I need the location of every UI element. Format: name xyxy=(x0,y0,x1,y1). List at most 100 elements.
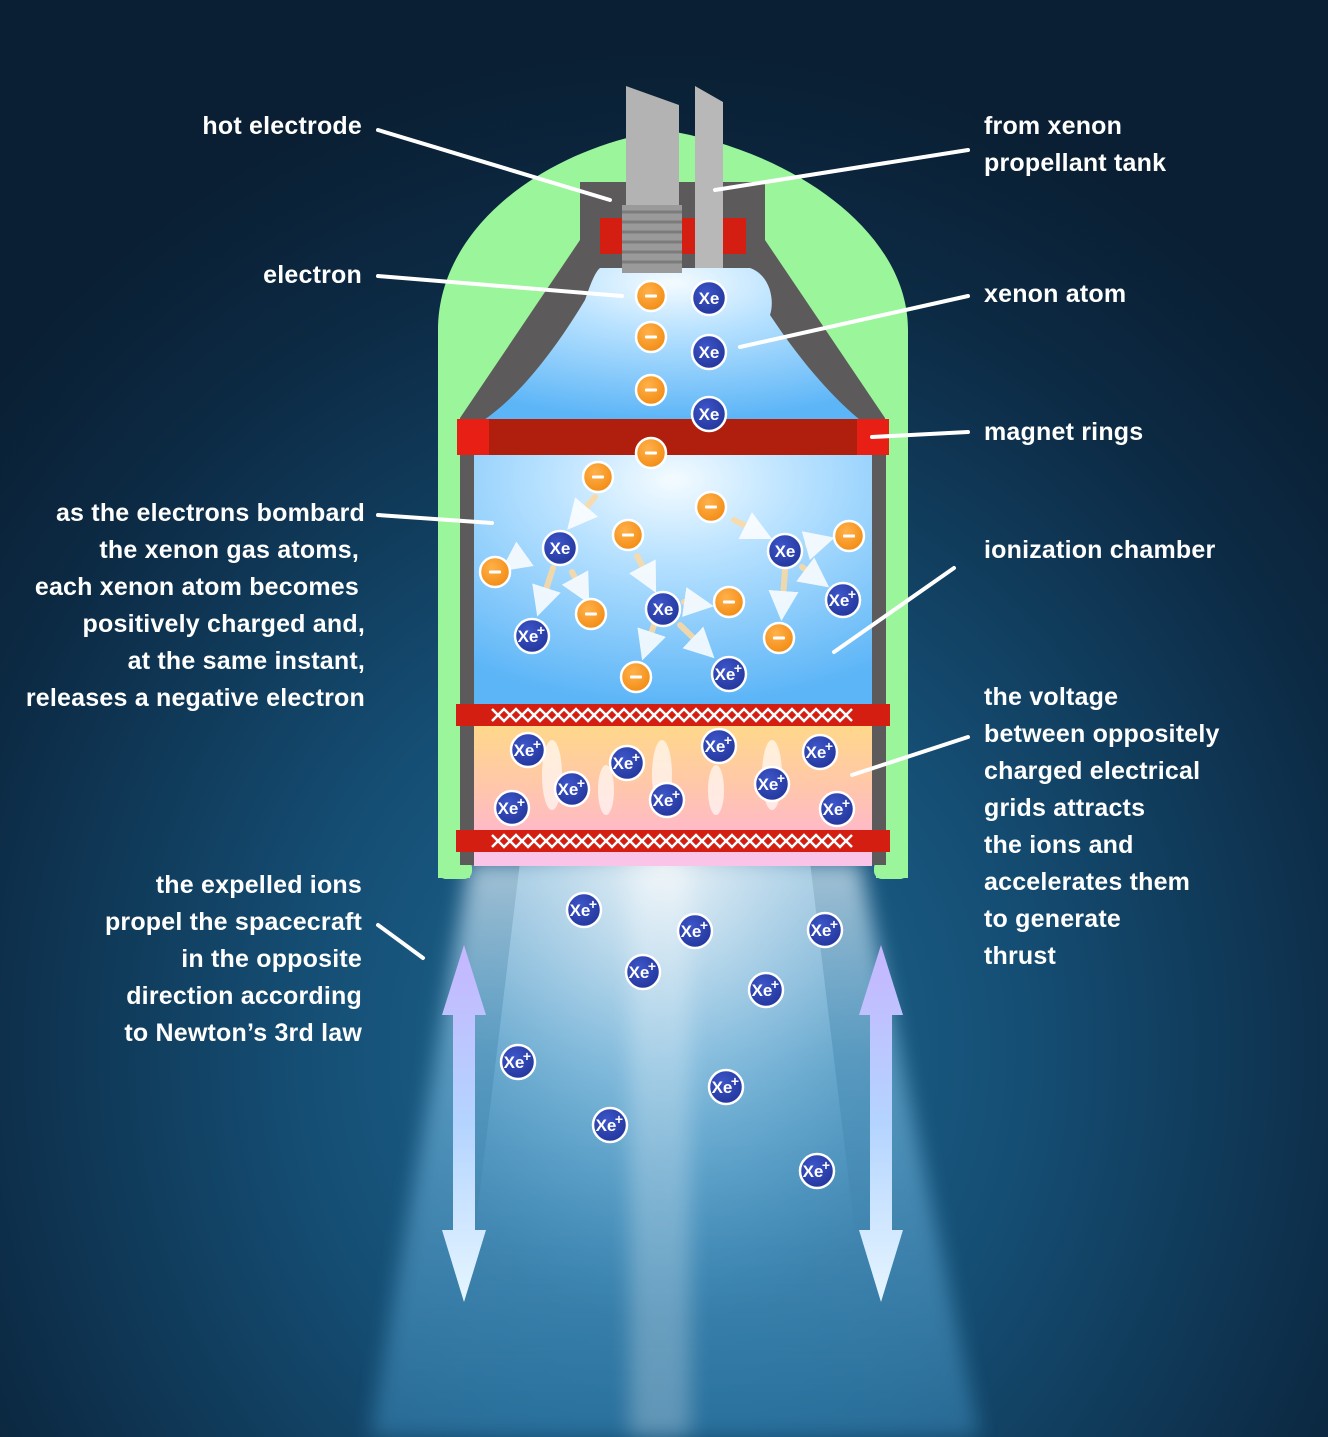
xenon-ion: Xe+ xyxy=(608,744,646,782)
leader-hot-electrode xyxy=(376,128,612,202)
label-bombard-line: the xenon gas atoms, xyxy=(99,536,359,564)
electron-particle xyxy=(694,490,728,524)
leader-lines xyxy=(376,128,970,960)
electron-particle xyxy=(611,518,645,552)
label-expelled-line: propel the spacecraft xyxy=(104,908,362,936)
charge-symbol: + xyxy=(731,1073,739,1089)
xenon-ion: Xe+ xyxy=(499,1043,537,1081)
label-bombard-line: as the electrons bombard xyxy=(55,499,365,527)
atom-symbol: Xe xyxy=(775,542,796,561)
label-expelled-line: to Newton’s 3rd law xyxy=(124,1019,362,1047)
atom-symbol: Xe xyxy=(550,539,571,558)
label-hot-electrode: hot electrode xyxy=(202,112,362,140)
trail-arrow xyxy=(681,587,714,617)
xenon-ion: Xe+ xyxy=(565,891,603,929)
atom-symbol: Xe xyxy=(699,343,720,362)
charge-symbol: + xyxy=(589,896,597,912)
atom-symbol: Xe xyxy=(504,1053,525,1072)
label-bombard: as the electrons bombard the xenon gas a… xyxy=(26,495,365,717)
screen-grid xyxy=(456,704,890,726)
atom-symbol: Xe xyxy=(558,780,579,799)
xenon-ion: Xe+ xyxy=(747,971,785,1009)
atom-symbol: Xe xyxy=(498,799,519,818)
charge-symbol: + xyxy=(771,976,779,992)
atom-symbol: Xe xyxy=(570,901,591,920)
label-electron: electron xyxy=(263,261,362,289)
xenon-ion: Xe+ xyxy=(553,770,591,808)
label-magnet-rings: magnet rings xyxy=(984,418,1144,446)
trail-arrow xyxy=(500,541,534,572)
trail-arrow xyxy=(768,567,799,621)
xenon-ion: Xe+ xyxy=(676,912,714,950)
xenon-atom: Xe xyxy=(644,590,682,628)
hot-electrode xyxy=(622,86,682,273)
xenon-ion: Xe+ xyxy=(710,655,748,693)
charge-symbol: + xyxy=(523,1048,531,1064)
label-expelled-line: direction according xyxy=(126,982,362,1010)
accelerator-grid xyxy=(456,830,890,852)
leader-expelled xyxy=(376,923,425,960)
propellant-feed-pipe xyxy=(695,86,723,268)
charge-symbol: + xyxy=(724,732,732,748)
atom-symbol: Xe xyxy=(699,405,720,424)
label-expelled-line: in the opposite xyxy=(181,945,362,973)
charge-symbol: + xyxy=(672,786,680,802)
trail-arrow xyxy=(796,557,830,588)
xenon-atom: Xe xyxy=(690,395,728,433)
charge-symbol: + xyxy=(822,1157,830,1173)
label-voltage-line: the voltage xyxy=(984,683,1119,711)
leader-bombard xyxy=(376,513,494,525)
label-xenon-tank: from xenon propellant tank xyxy=(984,108,1166,182)
atom-symbol: Xe xyxy=(629,963,650,982)
charge-symbol: + xyxy=(577,775,585,791)
funnel-interior xyxy=(484,268,860,420)
label-voltage-line: accelerates them xyxy=(984,868,1191,896)
trail-arrow xyxy=(561,569,590,604)
trail-arrow xyxy=(677,622,715,659)
label-ionization-chamber: ionization chamber xyxy=(984,536,1216,564)
xenon-ion: Xe+ xyxy=(806,911,844,949)
electron-particle xyxy=(634,373,668,407)
atom-symbol: Xe xyxy=(705,737,726,756)
electron-particle xyxy=(581,460,615,494)
trail-arrow xyxy=(629,553,657,593)
xenon-ion: Xe+ xyxy=(493,789,531,827)
label-bombard-line: at the same instant, xyxy=(127,647,365,675)
label-bombard-line: each xenon atom becomes xyxy=(34,573,359,601)
leader-magnet-rings xyxy=(870,430,970,439)
atom-symbol: Xe xyxy=(681,922,702,941)
xenon-atom: Xe xyxy=(766,532,804,570)
atom-symbol: Xe xyxy=(712,1078,733,1097)
xenon-ion: Xe+ xyxy=(824,581,862,619)
electron-particle xyxy=(478,555,512,589)
leader-xenon-atom xyxy=(738,294,970,349)
label-voltage-line: to generate xyxy=(984,905,1121,933)
atom-symbol: Xe xyxy=(823,800,844,819)
xenon-ion: Xe+ xyxy=(753,765,791,803)
atom-symbol: Xe xyxy=(653,791,674,810)
main-magnet-ring xyxy=(457,419,889,455)
label-xenon-atom: xenon atom xyxy=(984,280,1127,308)
xenon-ion: Xe+ xyxy=(591,1106,629,1144)
leader-xenon-tank xyxy=(713,148,970,192)
charge-symbol: + xyxy=(533,736,541,752)
trail-arrow xyxy=(731,512,773,540)
label-voltage-line: thrust xyxy=(984,942,1057,970)
charge-symbol: + xyxy=(825,738,833,754)
xenon-ion: Xe+ xyxy=(624,953,662,991)
electron-particle xyxy=(634,320,668,354)
leader-electron xyxy=(376,274,624,298)
charge-symbol: + xyxy=(700,917,708,933)
label-voltage-line: grids attracts xyxy=(984,794,1146,822)
charge-symbol: + xyxy=(777,770,785,786)
xenon-ion: Xe+ xyxy=(798,1152,836,1190)
label-voltage-line: between oppositely xyxy=(984,720,1220,748)
electron-particle xyxy=(634,279,668,313)
electron-particle xyxy=(634,436,668,470)
particles: XeXeXeXeXeXeXe+Xe+Xe+Xe+Xe+Xe+Xe+Xe+Xe+X… xyxy=(478,279,866,1190)
atom-symbol: Xe xyxy=(514,741,535,760)
xenon-ion: Xe+ xyxy=(818,790,856,828)
charge-symbol: + xyxy=(842,795,850,811)
label-xenon-tank-line: from xenon xyxy=(984,112,1123,140)
